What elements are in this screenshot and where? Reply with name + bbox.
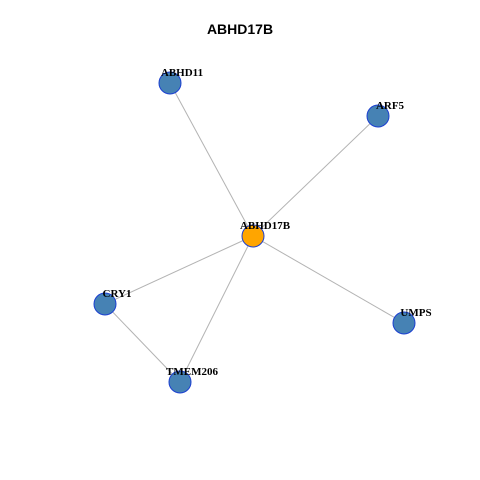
node-tmem206 [168,370,192,394]
node-label-cry1: CRY1 [103,288,132,300]
node-label-arf5: ARF5 [376,100,405,112]
edge-abhd17b-tmem206 [179,235,254,383]
node-label-umps: UMPS [400,307,431,319]
node-abhd11 [158,71,182,95]
edge-cry1-tmem206 [104,303,181,383]
nodes-layer [93,71,416,394]
edges-layer [104,82,405,383]
graph-title: ABHD17B [206,21,274,37]
node-label-abhd11: ABHD11 [161,67,203,79]
node-cry1 [93,292,117,316]
node-label-tmem206: TMEM206 [166,366,218,378]
edge-abhd17b-abhd11 [169,82,254,237]
node-arf5 [366,104,390,128]
node-label-abhd17b: ABHD17B [240,220,291,232]
node-umps [392,311,416,335]
edge-abhd17b-umps [252,235,405,324]
node-abhd17b [241,224,265,248]
edge-abhd17b-arf5 [252,115,379,237]
edge-abhd17b-cry1 [104,235,254,305]
